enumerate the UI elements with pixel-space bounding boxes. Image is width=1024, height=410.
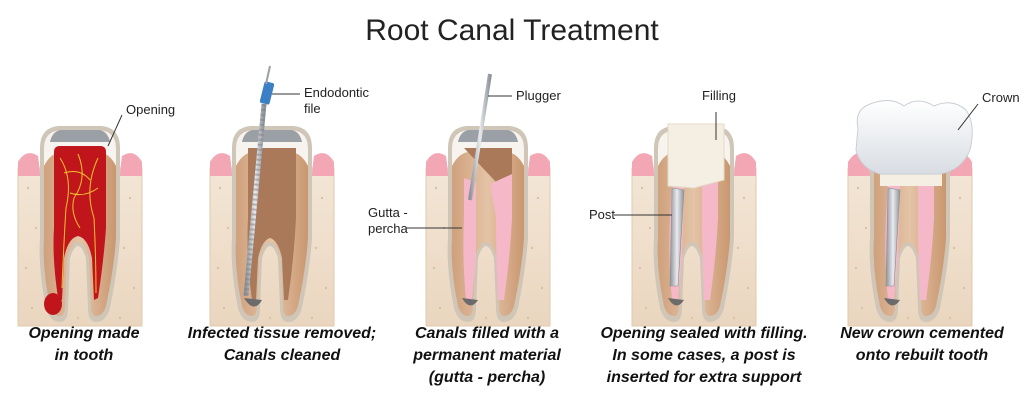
caption-step-1: Opening made in tooth [28,325,140,364]
label-crown: Crown [982,90,1020,105]
label-opening: Opening [126,102,175,117]
label-endodontic-file-1: Endodontic [304,85,370,100]
plugger-icon [468,73,492,201]
caption-step-2: Infected tissue removed; Canals cleaned [187,325,377,364]
label-gutta-1: Gutta - [368,205,408,220]
tooth-step-1 [17,125,143,327]
label-plugger: Plugger [516,88,561,103]
crown-icon [855,100,973,175]
label-gutta-2: percha [368,221,409,236]
tooth-step-3 [425,125,551,327]
tooth-step-4 [631,123,757,327]
caption-step-3: Canals filled with a permanent material … [413,325,561,386]
label-post: Post [589,207,615,222]
label-endodontic-file-2: file [304,101,321,116]
endodontic-file-icon [243,65,275,297]
page-title: Root Canal Treatment [365,14,659,47]
tooth-step-2 [209,125,335,327]
caption-step-4: Opening sealed with filling. In some cas… [600,325,808,386]
label-filling: Filling [702,88,736,103]
caption-step-5: New crown cemented onto rebuilt tooth [840,325,1004,364]
